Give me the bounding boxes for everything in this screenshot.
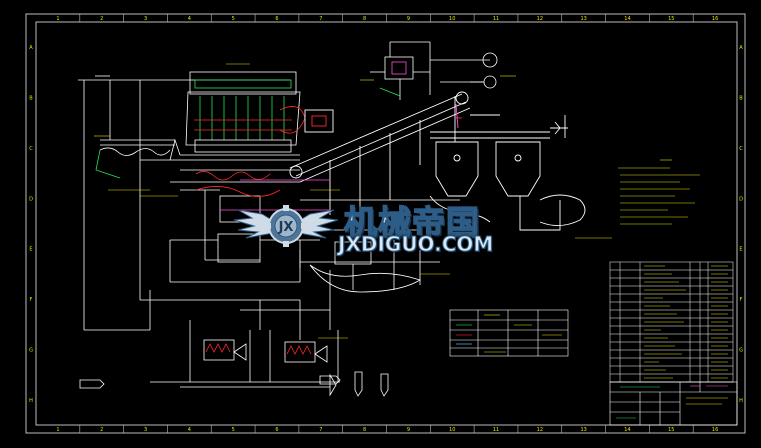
column-number-bottom: 12: [537, 427, 543, 433]
row-letter-right: E: [739, 247, 742, 253]
site-watermark: JX 机械帝国 JXDIGUO.COM: [232, 196, 532, 258]
column-number-bottom: 3: [144, 427, 147, 433]
row-letter-left: D: [29, 196, 33, 202]
row-letter-left: E: [29, 247, 32, 253]
column-number-top: 11: [493, 16, 499, 22]
column-number-bottom: 4: [188, 427, 191, 433]
column-number-bottom: 15: [668, 427, 674, 433]
row-letter-left: F: [30, 297, 33, 303]
column-number-top: 2: [100, 16, 103, 22]
hopper-icon: [429, 96, 586, 231]
column-number-top: 14: [624, 16, 630, 22]
piping: [260, 199, 460, 293]
row-letter-right: D: [739, 196, 743, 202]
row-letter-right: C: [739, 146, 743, 152]
dryer-section: [78, 71, 331, 340]
column-number-bottom: 2: [100, 427, 103, 433]
row-letter-left: A: [29, 45, 33, 51]
gear-logo-icon: JX: [233, 205, 339, 247]
column-number-top: 8: [363, 16, 366, 22]
row-letter-right: A: [739, 45, 743, 51]
column-number-bottom: 6: [275, 427, 278, 433]
row-letter-left: C: [29, 146, 33, 152]
row-letter-left: G: [29, 347, 33, 353]
column-number-top: 9: [407, 16, 410, 22]
belt-conveyor: [289, 91, 471, 215]
motor-symbol-icon: [370, 41, 498, 100]
column-number-top: 4: [188, 16, 191, 22]
outlet-arrows: [79, 371, 389, 397]
column-number-bottom: 5: [232, 427, 235, 433]
outer-frame: [25, 13, 746, 434]
column-number-top: 15: [668, 16, 674, 22]
row-letter-right: B: [739, 96, 743, 102]
annotation-marks: [94, 63, 612, 339]
column-number-bottom: 1: [56, 427, 59, 433]
column-number-bottom: 11: [493, 427, 499, 433]
watermark-en-text: JXDIGUO.COM: [337, 232, 494, 257]
row-grid-labels: A A B B C C D D E E F F G G H H: [29, 45, 743, 404]
column-grid-labels: 1122334455667788991010111112121313141415…: [56, 14, 718, 433]
legend-table: [449, 309, 569, 357]
column-number-top: 6: [275, 16, 278, 22]
column-number-top: 10: [449, 16, 455, 22]
column-number-bottom: 10: [449, 427, 455, 433]
column-number-bottom: 8: [363, 427, 366, 433]
column-number-top: 5: [232, 16, 235, 22]
column-number-bottom: 13: [580, 427, 586, 433]
logo-letters: JX: [278, 220, 294, 235]
watermark-cn-text: 机械帝国: [343, 202, 480, 243]
column-number-bottom: 9: [407, 427, 410, 433]
heat-exchanger-icon: [150, 320, 340, 388]
parts-list-table: [609, 261, 734, 383]
column-number-top: 7: [319, 16, 322, 22]
gear-icon: [265, 205, 307, 247]
title-block: [609, 381, 738, 426]
column-number-bottom: 7: [319, 427, 322, 433]
column-number-top: 1: [56, 16, 59, 22]
row-letter-right: G: [739, 347, 743, 353]
column-number-top: 16: [712, 16, 718, 22]
row-letter-left: B: [29, 96, 33, 102]
row-letter-left: H: [29, 398, 33, 404]
row-letter-right: H: [739, 398, 743, 404]
column-number-top: 13: [580, 16, 586, 22]
column-number-top: 3: [144, 16, 147, 22]
row-letter-right: F: [740, 297, 743, 303]
technical-notes: [618, 159, 700, 225]
column-number-bottom: 16: [712, 427, 718, 433]
column-number-bottom: 14: [624, 427, 630, 433]
column-number-top: 12: [537, 16, 543, 22]
